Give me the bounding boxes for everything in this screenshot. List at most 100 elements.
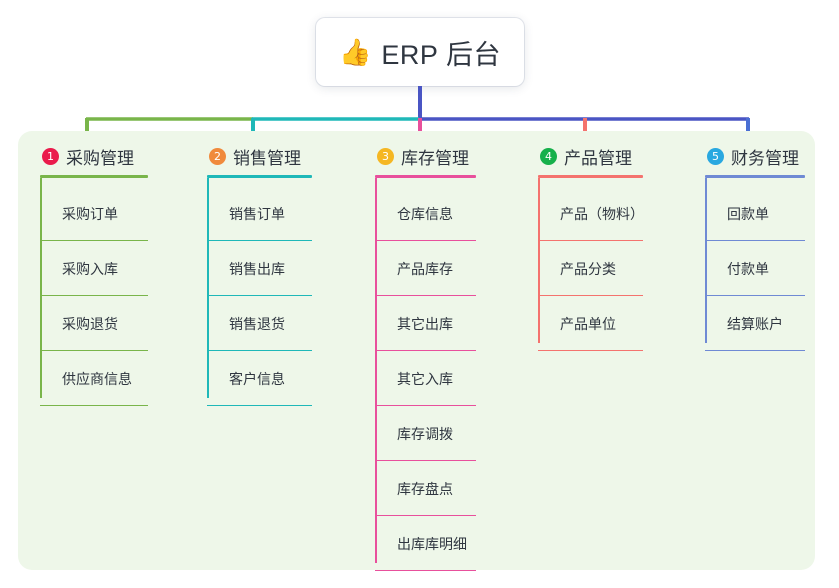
leaf-item[interactable]: 采购订单 — [40, 186, 148, 241]
leaf-item-underline — [375, 239, 476, 241]
column-badge-4: 4 — [540, 147, 557, 165]
column-underline-4 — [538, 175, 643, 178]
leaf-item-label: 产品库存 — [397, 260, 453, 277]
leaf-item[interactable]: 销售出库 — [207, 241, 312, 296]
column-items-4: 产品（物料） 产品分类产品单位 — [538, 178, 644, 351]
column-title-1: 采购管理 — [66, 148, 134, 168]
column-badge-5: 5 — [707, 147, 724, 165]
column-badge-1: 1 — [42, 147, 59, 165]
column-header-2[interactable]: 2 销售管理 — [207, 143, 312, 169]
leaf-item[interactable]: 仓库信息 — [375, 186, 476, 241]
column-title-4: 产品管理 — [564, 148, 632, 168]
leaf-item-label: 采购退货 — [62, 315, 118, 332]
leaf-item[interactable]: 采购退货 — [40, 296, 148, 351]
leaf-item[interactable]: 产品单位 — [538, 296, 643, 351]
column-underline-5 — [705, 175, 805, 178]
column-title-5: 财务管理 — [731, 148, 799, 168]
leaf-item-label: 回款单 — [727, 205, 769, 222]
leaf-item[interactable]: 结算账户 — [705, 296, 805, 351]
column-title-3: 库存管理 — [401, 148, 469, 168]
root-title: ERP 后台 — [381, 39, 501, 70]
leaf-item-label: 供应商信息 — [62, 370, 132, 387]
column-items-5: 回款单付款单结算账户 — [705, 178, 805, 351]
leaf-item-label: 出库库明细 — [397, 535, 467, 552]
leaf-item-underline — [375, 294, 476, 296]
leaf-item-label: 库存盘点 — [397, 480, 453, 497]
leaf-item-underline — [207, 349, 312, 351]
column-2: 2 销售管理销售订单销售出库销售退货客户信息 — [207, 143, 312, 406]
leaf-item[interactable]: 供应商信息 — [40, 351, 148, 406]
leaf-item[interactable]: 客户信息 — [207, 351, 312, 406]
leaf-item[interactable]: 产品库存 — [375, 241, 476, 296]
leaf-item-label: 采购订单 — [62, 205, 118, 222]
column-underline-3 — [375, 175, 476, 178]
column-3: 3 库存管理仓库信息产品库存其它出库其它入库库存调拨库存盘点出库库明细 — [375, 143, 476, 571]
column-spine-5 — [705, 178, 707, 343]
leaf-item[interactable]: 产品（物料） — [538, 186, 644, 241]
column-1: 1 采购管理采购订单采购入库采购退货供应商信息 — [40, 143, 148, 406]
leaf-item-underline — [538, 349, 643, 351]
leaf-item-underline — [207, 404, 312, 406]
column-underline-2 — [207, 175, 312, 178]
column-spine-1 — [40, 178, 42, 398]
leaf-item-underline — [375, 349, 476, 351]
leaf-item-label: 销售订单 — [229, 205, 285, 222]
leaf-item-underline — [538, 239, 643, 241]
leaf-item[interactable]: 其它出库 — [375, 296, 476, 351]
leaf-item-label: 其它出库 — [397, 315, 453, 332]
column-header-1[interactable]: 1 采购管理 — [40, 143, 148, 169]
leaf-item-underline — [40, 404, 148, 406]
leaf-item[interactable]: 其它入库 — [375, 351, 476, 406]
column-badge-2: 2 — [209, 147, 226, 165]
leaf-item-underline — [375, 404, 476, 406]
leaf-item-label: 产品分类 — [560, 260, 616, 277]
leaf-item-label: 仓库信息 — [397, 205, 453, 222]
leaf-item-underline — [705, 349, 805, 351]
column-title-2: 销售管理 — [233, 148, 301, 168]
leaf-item-underline — [207, 239, 312, 241]
leaf-item-underline — [705, 294, 805, 296]
leaf-item[interactable]: 销售订单 — [207, 186, 312, 241]
leaf-item-label: 销售退货 — [229, 315, 285, 332]
leaf-item-underline — [375, 459, 476, 461]
column-4: 4 产品管理产品（物料） 产品分类产品单位 — [538, 143, 644, 351]
column-items-3: 仓库信息产品库存其它出库其它入库库存调拨库存盘点出库库明细 — [375, 178, 476, 571]
leaf-item[interactable]: 库存盘点 — [375, 461, 476, 516]
leaf-item-underline — [375, 569, 476, 571]
leaf-item-label: 销售出库 — [229, 260, 285, 277]
column-badge-3: 3 — [377, 147, 394, 165]
leaf-item[interactable]: 产品分类 — [538, 241, 643, 296]
leaf-item-underline — [705, 239, 805, 241]
thumbs-up-icon: 👍 — [339, 37, 372, 67]
leaf-item-underline — [207, 294, 312, 296]
leaf-item-label: 产品单位 — [560, 315, 616, 332]
column-header-4[interactable]: 4 产品管理 — [538, 143, 643, 169]
leaf-item-label: 结算账户 — [727, 315, 783, 332]
column-spine-4 — [538, 178, 540, 343]
leaf-item-underline — [40, 294, 148, 296]
column-items-2: 销售订单销售出库销售退货客户信息 — [207, 178, 312, 406]
leaf-item-label: 其它入库 — [397, 370, 453, 387]
leaf-item[interactable]: 库存调拨 — [375, 406, 476, 461]
leaf-item-underline — [40, 239, 148, 241]
leaf-item[interactable]: 付款单 — [705, 241, 805, 296]
column-header-5[interactable]: 5 财务管理 — [705, 143, 805, 169]
leaf-item-label: 产品（物料） — [560, 205, 644, 222]
leaf-item[interactable]: 出库库明细 — [375, 516, 476, 571]
leaf-item[interactable]: 采购入库 — [40, 241, 148, 296]
column-items-1: 采购订单采购入库采购退货供应商信息 — [40, 178, 148, 406]
column-spine-3 — [375, 178, 377, 563]
root-node[interactable]: 👍 ERP 后台 — [316, 18, 524, 86]
leaf-item-label: 付款单 — [727, 260, 769, 277]
leaf-item-underline — [375, 514, 476, 516]
leaf-item-label: 采购入库 — [62, 260, 118, 277]
leaf-item-label: 库存调拨 — [397, 425, 453, 442]
column-underline-1 — [40, 175, 148, 178]
leaf-item[interactable]: 回款单 — [705, 186, 805, 241]
leaf-item[interactable]: 销售退货 — [207, 296, 312, 351]
leaf-item-label: 客户信息 — [229, 370, 285, 387]
column-header-3[interactable]: 3 库存管理 — [375, 143, 476, 169]
leaf-item-underline — [40, 349, 148, 351]
column-spine-2 — [207, 178, 209, 398]
leaf-item-underline — [538, 294, 643, 296]
